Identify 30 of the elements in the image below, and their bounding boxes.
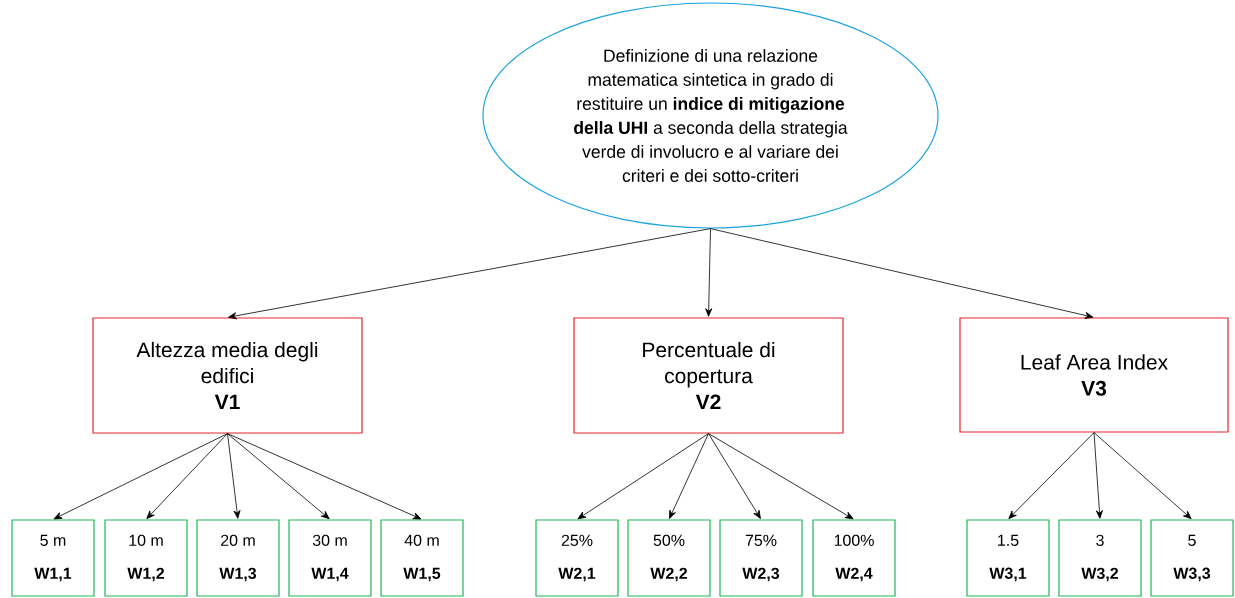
arrow (53, 433, 228, 520)
criterion-box: Percentuale di copertura V2 (573, 317, 844, 434)
criterion-box: Altezza media degli edifici V1 (92, 317, 363, 434)
arrow (228, 228, 711, 320)
sub-criterion-box: 3 W3,2 (1058, 519, 1142, 597)
arrow (1093, 432, 1192, 520)
arrow (708, 433, 854, 520)
arrow (227, 433, 330, 520)
sub-criterion-box: 30 m W1,4 (288, 519, 372, 597)
sub-criterion-box: 10 m W1,2 (104, 519, 188, 597)
arrow (710, 228, 1094, 319)
sub-criterion-box: 50% W2,2 (627, 519, 711, 597)
sub-criterion-box: 1.5 W3,1 (966, 519, 1050, 597)
arrow (1093, 432, 1103, 519)
sub-criterion-box: 100% W2,4 (812, 519, 896, 597)
arrow (577, 433, 709, 520)
sub-criterion-box: 40 m W1,5 (380, 519, 464, 597)
sub-criterion-box: 5 W3,3 (1150, 519, 1234, 597)
arrow (146, 433, 228, 520)
sub-criterion-box: 5 m W1,1 (11, 519, 95, 597)
sub-criterion-box: 75% W2,3 (719, 519, 803, 597)
arrow (708, 433, 761, 519)
arrow (669, 433, 709, 519)
sub-criterion-box: 25% W2,1 (535, 519, 619, 597)
arrow (1008, 432, 1095, 520)
arrow (227, 433, 422, 520)
arrow (227, 433, 241, 519)
arrow (705, 228, 713, 317)
criterion-box: Leaf Area Index V3 (959, 317, 1229, 433)
sub-criterion-box: 20 m W1,3 (196, 519, 280, 597)
